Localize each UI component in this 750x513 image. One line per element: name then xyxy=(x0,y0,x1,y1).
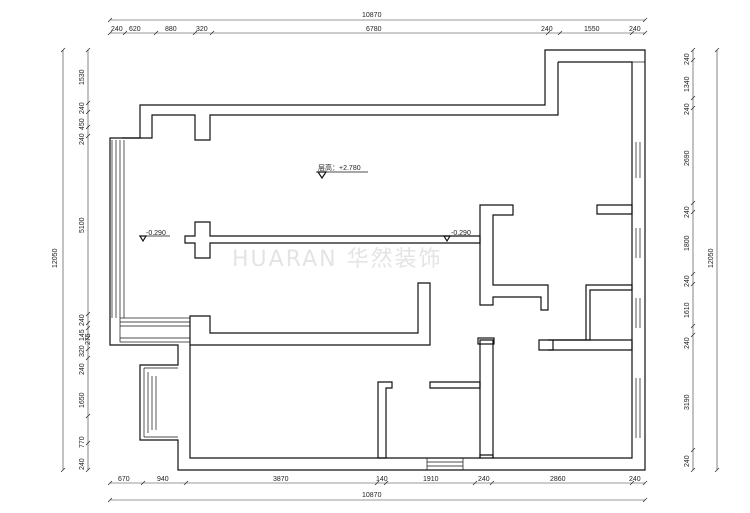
right-dim-segment: 2690 xyxy=(684,150,691,166)
bottom-dim-segment: 140 xyxy=(376,476,388,483)
top-dim-segment: 620 xyxy=(129,26,141,33)
right-dim-segment: 1610 xyxy=(684,302,691,318)
left-dim-segment: 1530 xyxy=(79,69,86,85)
right-dim-segment: 240 xyxy=(684,455,691,467)
bottom-dim-segment: 1910 xyxy=(423,476,439,483)
left-dim-segment: 240 xyxy=(79,363,86,375)
bottom-dim-segment: 240 xyxy=(478,476,490,483)
watermark: HUARAN 华然装饰 xyxy=(232,247,443,272)
left-dim-segment: 5100 xyxy=(79,217,86,233)
bottom-window xyxy=(426,457,464,471)
right-dim-segment: 1800 xyxy=(684,235,691,251)
left-total-dim: 12050 xyxy=(52,248,59,268)
right-dim-segment: 240 xyxy=(684,337,691,349)
interior-walls xyxy=(184,204,633,459)
right-dim-segment: 3190 xyxy=(684,394,691,410)
elevation-triangle-icon xyxy=(442,235,452,243)
right-windows xyxy=(632,61,645,438)
top-dim-segment: 240 xyxy=(629,26,641,33)
left-dim-segment: 320 xyxy=(79,345,86,357)
elevation-center: -0.290 xyxy=(451,230,471,237)
top-dim-segment: 240 xyxy=(541,26,553,33)
bottom-dim-segment: 2860 xyxy=(550,476,566,483)
bottom-dim-segment: 3870 xyxy=(273,476,289,483)
bay-window xyxy=(143,367,178,438)
left-dimensions: 12050 1530 240 450 240 5100 240 145 275 … xyxy=(52,47,92,473)
balcony-rail xyxy=(119,317,191,343)
left-dim-segment: 145 xyxy=(79,329,86,341)
elevation-triangle-icon xyxy=(316,171,328,180)
left-dim-segment: 1650 xyxy=(79,392,86,408)
elevation-left: -0.290 xyxy=(146,230,166,237)
top-dimensions: 10870 240 620 880 320 6780 240 1550 240 xyxy=(107,12,648,36)
bottom-total-dim: 10870 xyxy=(362,492,382,499)
right-dim-segment: 1340 xyxy=(684,76,691,92)
left-dim-segment: 240 xyxy=(79,458,86,470)
elevation-main: 层高：+2.780 xyxy=(318,163,361,172)
top-dim-segment: 320 xyxy=(196,26,208,33)
top-dim-segment: 6780 xyxy=(366,26,382,33)
right-dim-segment: 240 xyxy=(684,103,691,115)
right-total-dim: 12050 xyxy=(708,248,715,268)
bottom-dim-segment: 670 xyxy=(118,476,130,483)
bottom-dimensions: 670 940 3870 140 1910 240 2860 240 10870 xyxy=(107,476,648,503)
left-dim-segment: 450 xyxy=(79,118,86,130)
right-dim-segment: 240 xyxy=(684,206,691,218)
left-dim-segment: 240 xyxy=(79,314,86,326)
left-window xyxy=(111,140,125,318)
top-dim-segment: 880 xyxy=(165,26,177,33)
left-dim-segment: 275 xyxy=(85,333,92,345)
right-dim-segment: 240 xyxy=(684,53,691,65)
left-dim-segment: 240 xyxy=(79,102,86,114)
left-dim-segment: 240 xyxy=(79,133,86,145)
elevation-markers: 层高：+2.780 -0.290 -0.290 xyxy=(138,163,475,243)
right-dimensions: 240 1340 240 2690 240 1800 240 1610 240 … xyxy=(684,47,720,473)
right-dim-segment: 240 xyxy=(684,275,691,287)
bottom-dim-segment: 240 xyxy=(629,476,641,483)
top-dim-segment: 240 xyxy=(111,26,123,33)
left-dim-segment: 770 xyxy=(79,436,86,448)
bottom-dim-segment: 940 xyxy=(157,476,169,483)
top-dim-segment: 1550 xyxy=(584,26,600,33)
top-total-dim: 10870 xyxy=(362,12,382,19)
